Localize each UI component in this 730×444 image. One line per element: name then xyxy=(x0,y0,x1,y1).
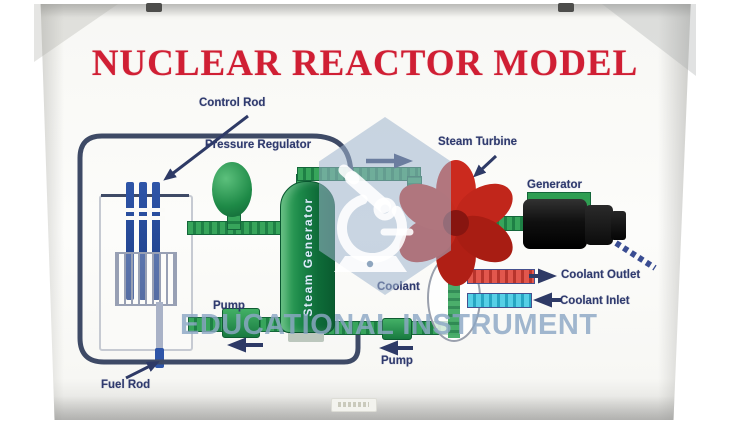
mount-notch xyxy=(146,3,162,12)
label-control-rod: Control Rod xyxy=(199,97,266,109)
control-rod-bar xyxy=(126,182,134,300)
label-steam-turbine: Steam Turbine xyxy=(438,136,518,148)
model-title: NUCLEAR REACTOR MODEL xyxy=(91,43,639,84)
control-rod-arrow xyxy=(163,114,249,181)
generator-body xyxy=(523,199,587,249)
label-pump-secondary: Pump xyxy=(381,355,413,367)
fuel-assembly xyxy=(115,252,177,306)
generator-cap xyxy=(611,211,626,240)
sticker-print xyxy=(338,402,369,407)
fuel-rod-arrow xyxy=(125,361,160,380)
generator-cable xyxy=(614,240,657,271)
generator-step xyxy=(585,205,613,245)
board-edge-top xyxy=(40,4,691,17)
steam-turbine-arrow xyxy=(472,154,498,178)
fuel-rod-bar xyxy=(156,302,163,354)
rod-band xyxy=(123,208,165,212)
label-coolant-inlet: Coolant Inlet xyxy=(560,295,630,307)
label-pump-primary: Pump xyxy=(213,300,245,312)
label-generator: Generator xyxy=(527,179,582,191)
primary-loop-pipe xyxy=(77,133,361,365)
control-rod-bar xyxy=(152,182,160,300)
pressure-regulator-bulb xyxy=(212,162,252,217)
label-pressure-regulator: Pressure Regulator xyxy=(205,139,312,151)
rod-band xyxy=(123,216,165,220)
mount-notch xyxy=(558,3,574,12)
brand-sticker xyxy=(331,398,377,412)
secondary-pump xyxy=(382,318,412,340)
coolant-inlet-pipe xyxy=(467,293,532,308)
watermark-text: EDUCATIONAL INSTRUMENT xyxy=(180,309,598,341)
fuel-rod-tip xyxy=(155,348,164,368)
label-coolant-outlet: Coolant Outlet xyxy=(561,269,641,281)
label-fuel-rod: Fuel Rod xyxy=(101,379,151,391)
control-rod-bar xyxy=(139,182,147,300)
